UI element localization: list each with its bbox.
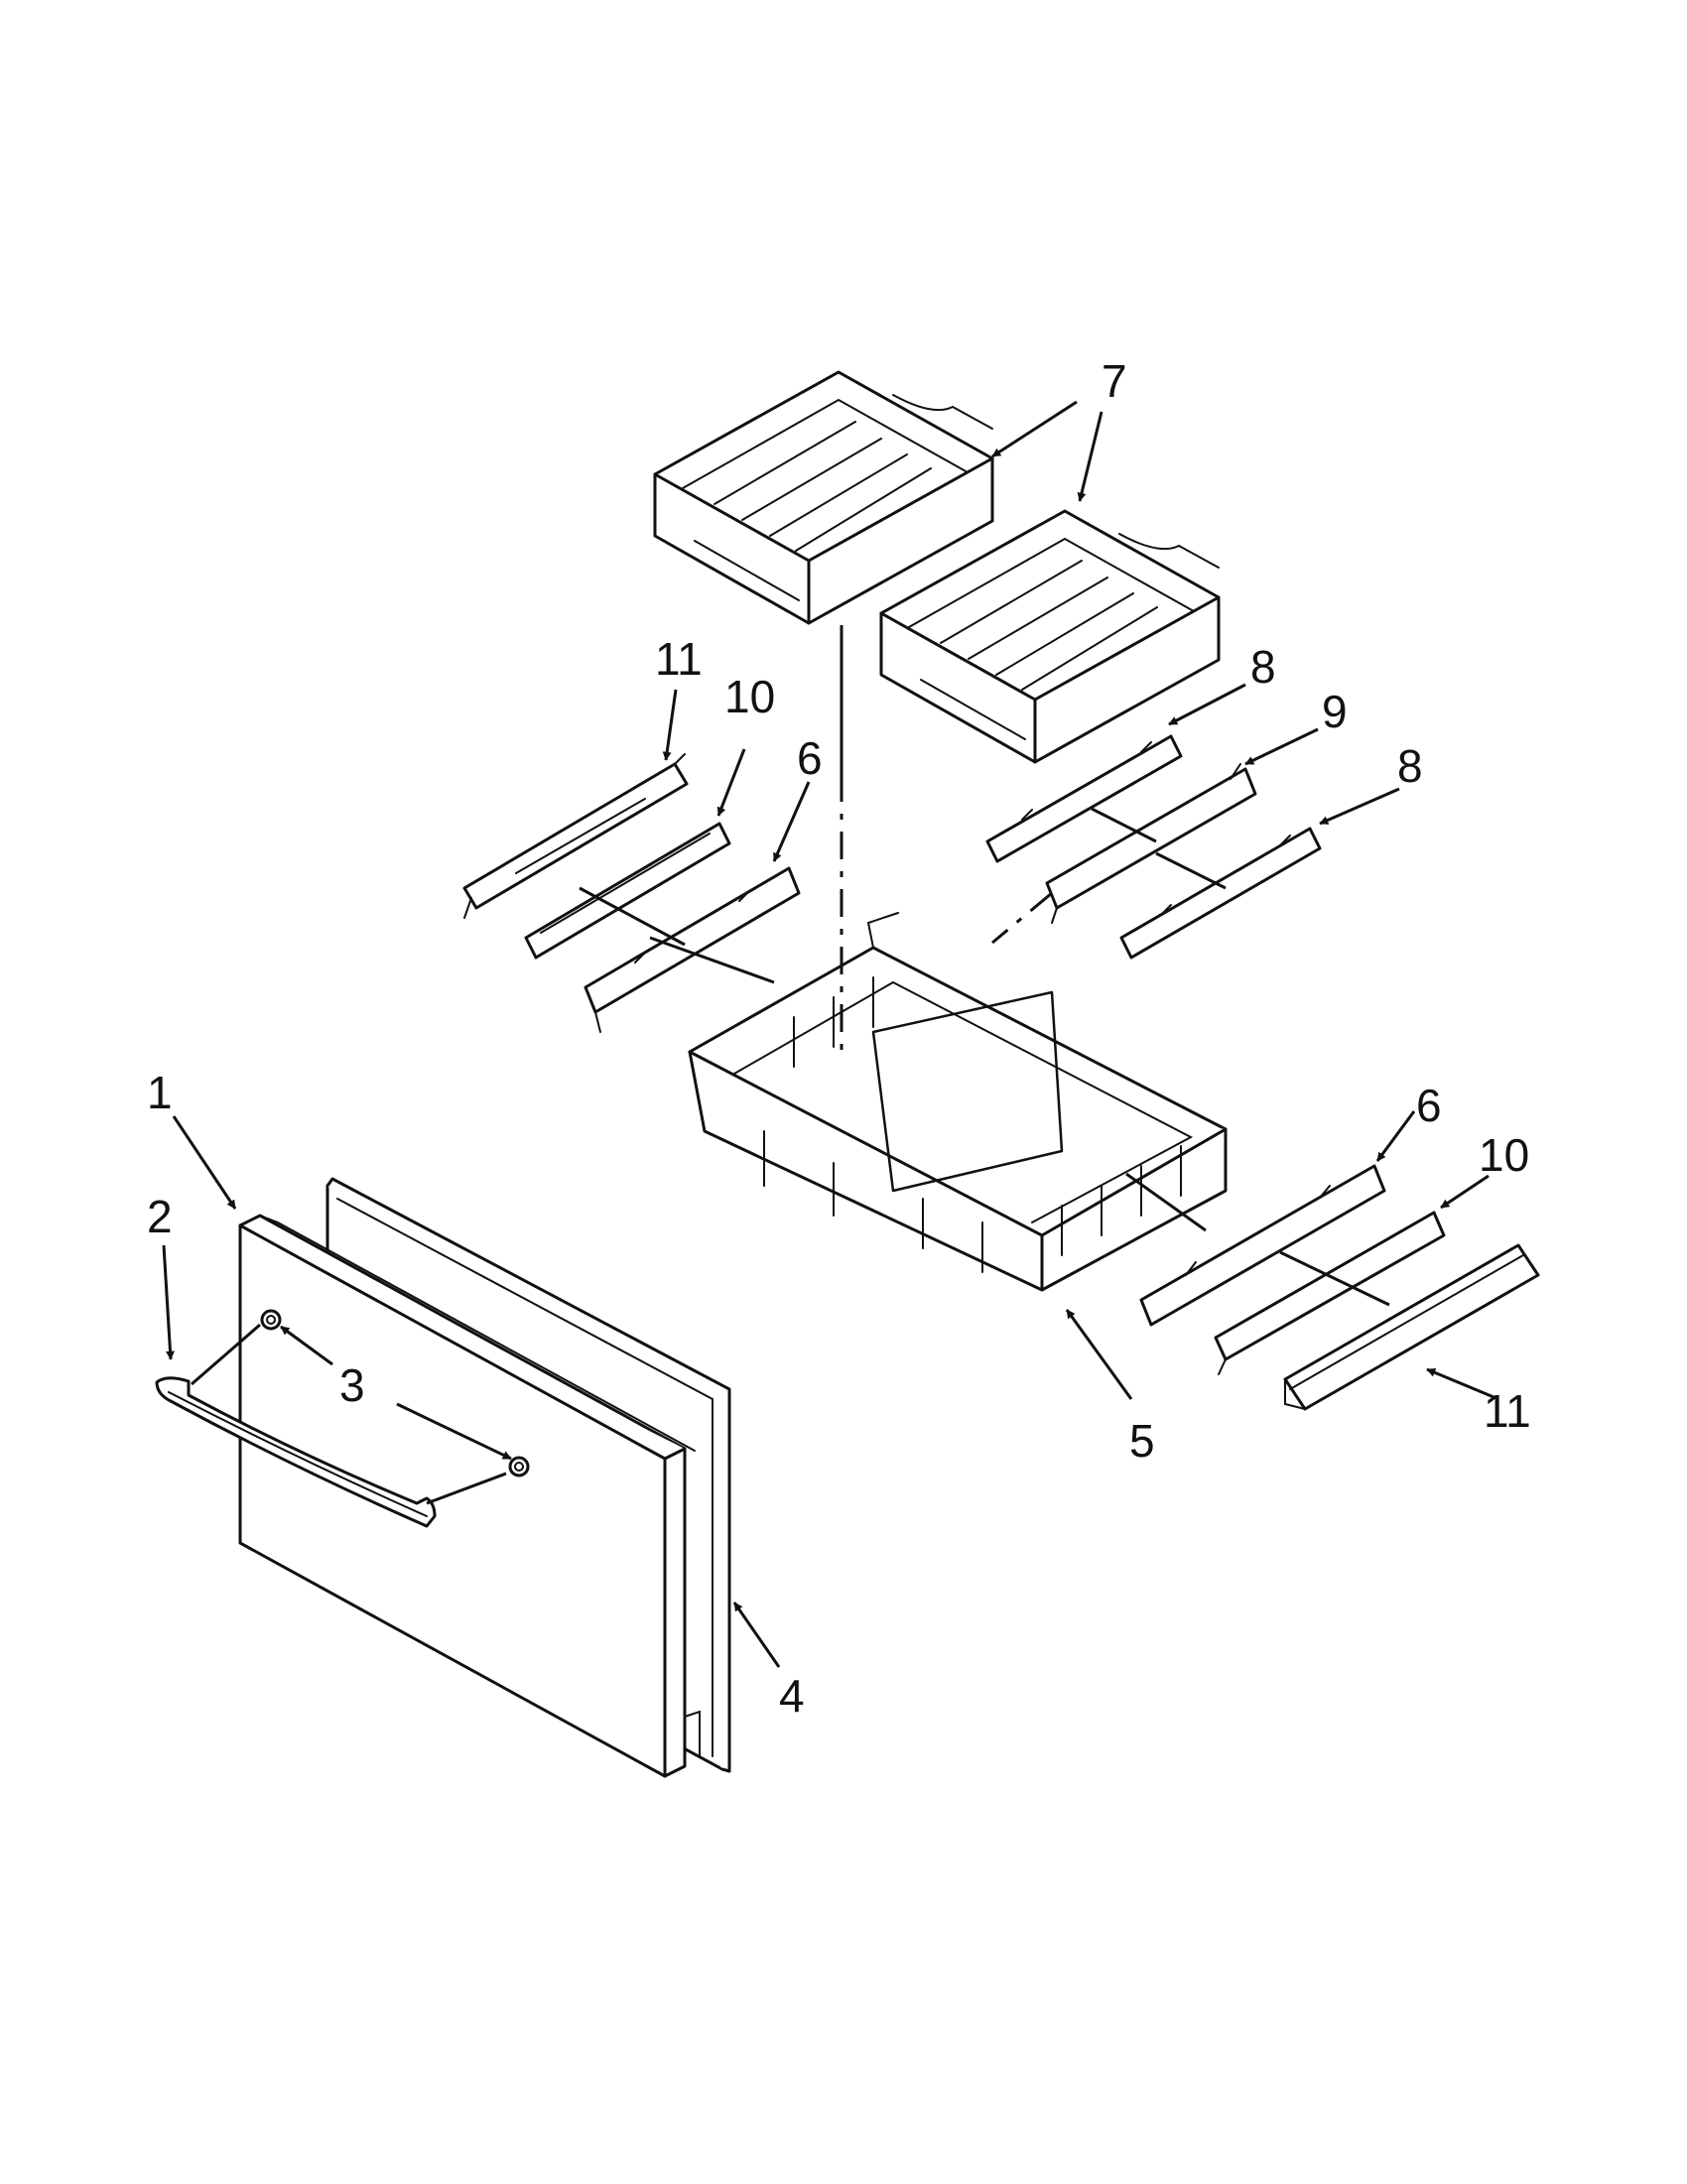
callout-6-left: 6 (797, 732, 823, 784)
callout-7: 7 (1102, 355, 1127, 407)
door-handle (155, 1376, 437, 1528)
callout-11-left: 11 (655, 633, 703, 685)
callout-2: 2 (147, 1191, 173, 1242)
lower-freezer-basket (688, 912, 1228, 1292)
callout-11-right: 11 (1484, 1385, 1531, 1437)
slide-rail-right (1139, 1164, 1386, 1327)
callout-10-right: 10 (1479, 1129, 1529, 1181)
upper-basket-b (879, 509, 1221, 764)
callout-6-right: 6 (1416, 1080, 1442, 1131)
upper-rail-b (1119, 827, 1322, 960)
callout-4: 4 (779, 1670, 805, 1722)
slide-rail-left (584, 866, 801, 1033)
callout-9: 9 (1322, 686, 1348, 737)
callout-10-left: 10 (724, 671, 775, 722)
handle-screw-upper (260, 1309, 282, 1331)
rail-right (1214, 1211, 1446, 1375)
callout-8-lower: 8 (1397, 740, 1423, 792)
callout-3: 3 (339, 1359, 365, 1411)
callout-8-upper: 8 (1250, 641, 1276, 693)
rail-cover-right (1283, 1243, 1540, 1411)
leader-lines (162, 400, 1499, 1668)
upper-basket-a (653, 370, 994, 625)
upper-rail-a (985, 734, 1183, 863)
rail-cover-left (462, 753, 689, 919)
handle-screw-lower (508, 1456, 530, 1477)
freezer-door (238, 1214, 701, 1778)
callout-5: 5 (1129, 1415, 1155, 1467)
rail-left (524, 822, 731, 960)
callout-1: 1 (147, 1067, 173, 1118)
callout-labels: 1 2 3 4 5 6 6 7 8 8 9 10 10 11 11 (147, 355, 1531, 1722)
